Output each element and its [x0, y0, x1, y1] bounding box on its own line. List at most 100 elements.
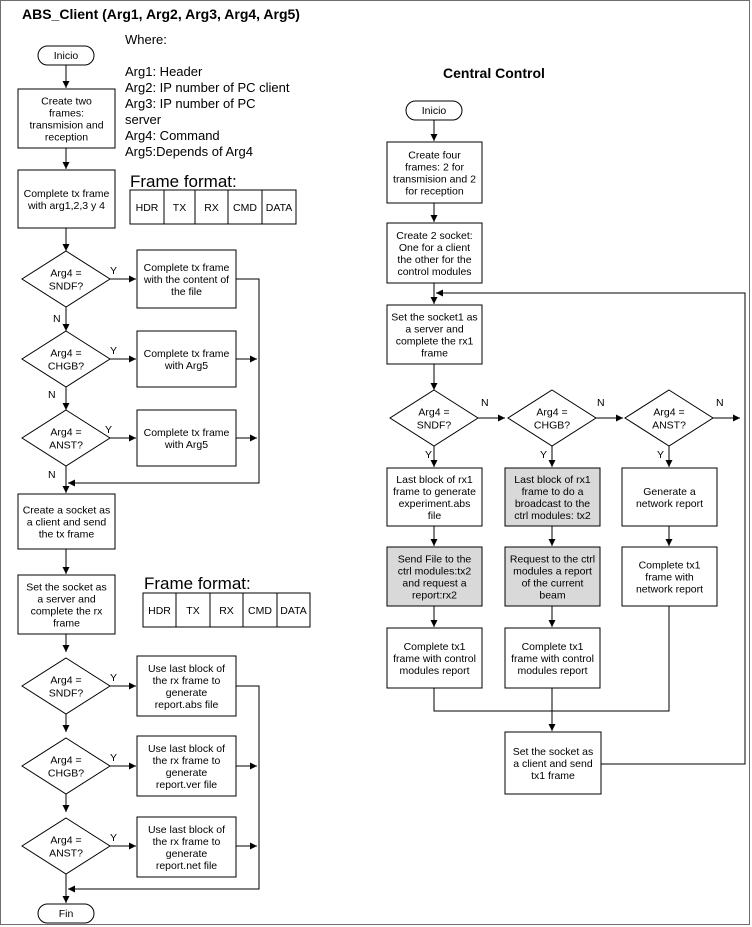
- node-text: report.net file: [156, 860, 217, 872]
- frame-format-label: Frame format:: [130, 172, 237, 191]
- node-text: Fin: [59, 908, 74, 920]
- branch-label: N: [597, 397, 605, 409]
- central-decision-chgb-shape: [507, 389, 597, 447]
- node-text: modules report: [517, 665, 587, 677]
- node-text: Complete tx1: [404, 641, 466, 653]
- client-report-net-shape: [136, 816, 237, 878]
- central-network-report-shape: [621, 467, 718, 527]
- client-end-shape: [37, 903, 95, 924]
- node-text: CHGB?: [534, 420, 570, 432]
- node-text: Arg4 =: [50, 675, 81, 687]
- node-text: with arg1,2,3 y 4: [27, 200, 105, 212]
- node-text: CHGB?: [48, 361, 84, 373]
- central-create-socket-shape: [386, 222, 483, 284]
- node-text: a client and send: [27, 517, 107, 529]
- frame-field-label: DATA: [280, 605, 306, 617]
- node-text: for reception: [405, 186, 464, 198]
- central-send-tx1-shape: [504, 731, 602, 795]
- client-decision-chgb: Arg4 =CHGB?: [21, 330, 111, 388]
- node-text: Arg4 =: [653, 407, 684, 419]
- client-decision-sndf-2-shape: [21, 657, 111, 715]
- central-decision-sndf: Arg4 =SNDF?: [389, 389, 479, 447]
- node-text: Set the socket as: [26, 582, 107, 594]
- node-text: modules a report: [513, 566, 592, 578]
- node-text: frame with control: [393, 653, 476, 665]
- node-text: a client and send: [513, 758, 593, 770]
- branch-label: Y: [110, 752, 117, 764]
- frame-field-cell: [261, 189, 297, 225]
- central-create-frames-shape: [386, 141, 483, 204]
- central-start-shape: [405, 100, 463, 121]
- frame-field-label: TX: [173, 202, 186, 214]
- node-text: complete the rx1: [396, 336, 474, 348]
- frame-field-label: HDR: [148, 605, 171, 617]
- node-text: Set the socket as: [513, 746, 594, 758]
- central-decision-sndf-shape: [389, 389, 479, 447]
- node-text: with the content of: [143, 274, 229, 286]
- frame-field-cell: [129, 189, 165, 225]
- node-text: Complete tx1: [522, 641, 584, 653]
- node-text: complete the rx: [31, 606, 104, 618]
- node-text: frame with: [645, 572, 694, 584]
- client-end: Fin: [37, 903, 95, 924]
- node-text: Generate a: [643, 486, 696, 498]
- connector-lines: [62, 65, 746, 903]
- frame-field-label: CMD: [248, 605, 272, 617]
- node-text: network report: [636, 498, 703, 510]
- node-text: frame: [421, 348, 448, 360]
- client-decision-chgb-shape: [21, 330, 111, 388]
- client-complete-tx-shape: [17, 169, 116, 229]
- frame-field-label: HDR: [136, 202, 159, 214]
- legend-where: Where:: [125, 32, 167, 47]
- frame-field-cell: [227, 189, 263, 225]
- legend-line: Arg3: IP number of PC: [125, 96, 256, 111]
- node-text: report.ver file: [156, 779, 217, 791]
- node-text: Arg4 =: [50, 755, 81, 767]
- node-text: broadcast to the: [515, 498, 590, 510]
- node-text: a server and: [405, 324, 464, 336]
- central-exp-abs-shape: [386, 467, 483, 527]
- node-text: Create two: [41, 96, 92, 108]
- node-text: report:rx2: [412, 590, 457, 602]
- node-text: generate: [166, 848, 208, 860]
- node-text: Arg4 =: [50, 835, 81, 847]
- node-text: One for a client: [399, 242, 470, 254]
- node-text: frame: [53, 618, 80, 630]
- frame-field-label: TX: [186, 605, 199, 617]
- branch-label: N: [48, 389, 56, 401]
- node-text: transmision and: [29, 120, 103, 132]
- node-text: SNDF?: [49, 281, 84, 293]
- branch-label: Y: [110, 832, 117, 844]
- branch-label: Y: [110, 672, 117, 684]
- central-decision-anst-shape: [624, 389, 714, 447]
- client-action-arg5-b-shape: [136, 409, 237, 467]
- node-text: generate: [166, 767, 208, 779]
- node-text: reception: [45, 132, 88, 144]
- node-text: tx1 frame: [531, 770, 575, 782]
- central-complete-ctrl-1-shape: [386, 627, 483, 689]
- branch-label: Y: [425, 449, 432, 461]
- node-text: the rx frame to: [153, 755, 221, 767]
- legend-line: Arg5:Depends of Arg4: [125, 144, 253, 159]
- node-text: of the current: [522, 578, 584, 590]
- node-text: Inicio: [422, 105, 447, 117]
- frame-field-label: CMD: [233, 202, 257, 214]
- central-start: Inicio: [405, 100, 463, 121]
- node-text: Create a socket as: [23, 505, 111, 517]
- client-report-abs-shape: [136, 655, 237, 717]
- branch-label: Y: [540, 449, 547, 461]
- node-text: SNDF?: [49, 688, 84, 700]
- node-text: CHGB?: [48, 768, 84, 780]
- node-text: frames: 2 for: [405, 162, 464, 174]
- node-text: network report: [636, 584, 703, 596]
